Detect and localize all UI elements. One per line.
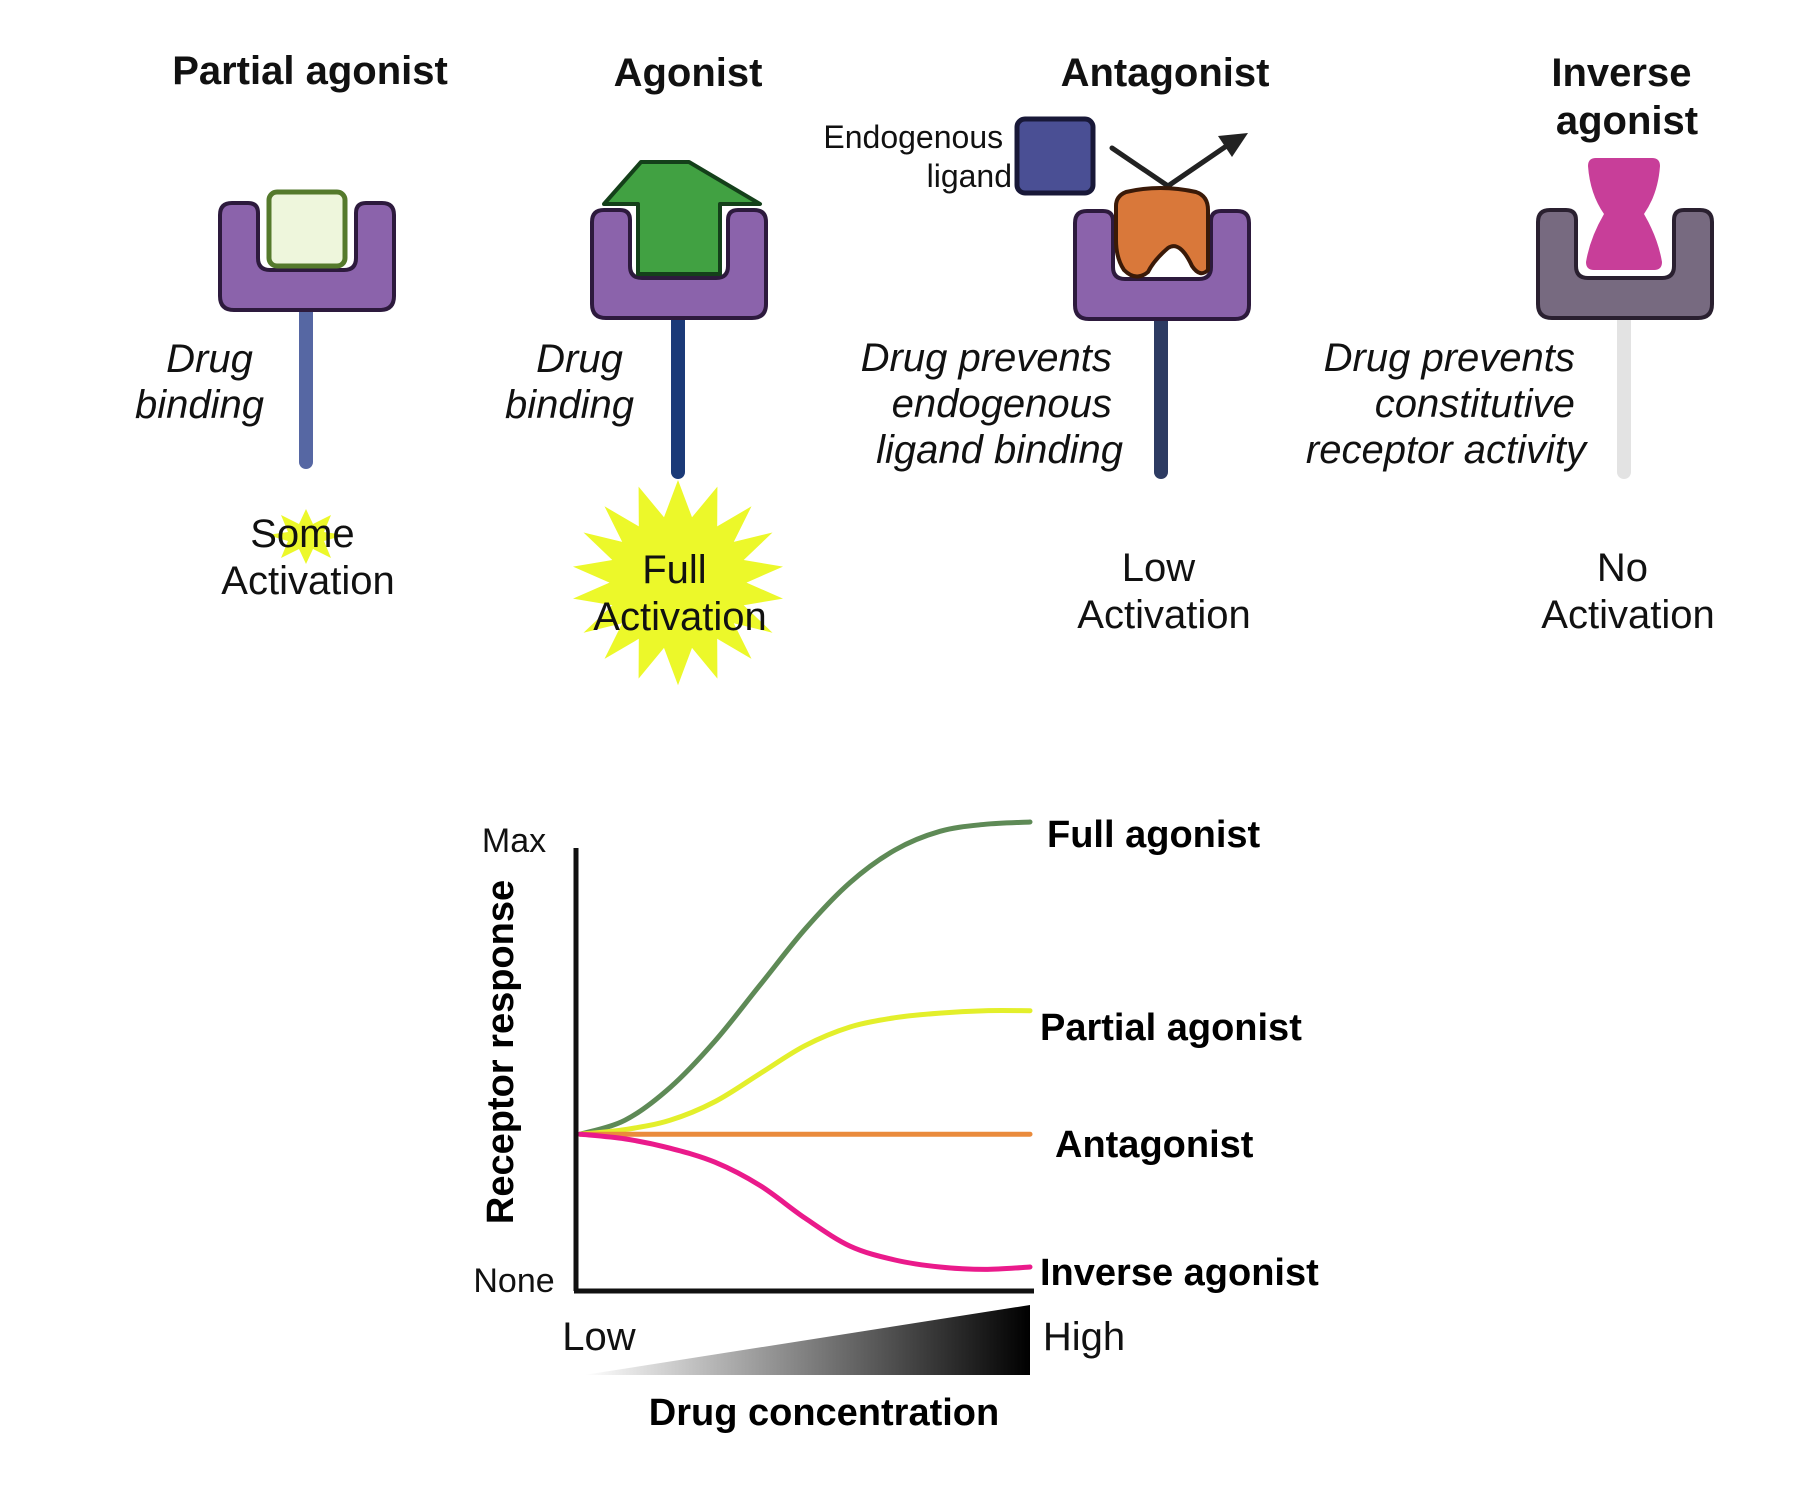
receptor-icon	[218, 201, 396, 312]
series-label-inverse-agonist: Inverse agonist	[1040, 1252, 1319, 1294]
panel-antagonist: Antagonist Endogenous ligand Drug preven…	[823, 51, 1269, 637]
full-activation-burst-icon	[573, 480, 783, 686]
receptor-icon	[590, 208, 768, 320]
panel-title: Partial agonist	[172, 49, 448, 93]
blocked-path-line	[1109, 145, 1171, 189]
inverse-agonist-drug-icon	[1586, 158, 1662, 270]
agonist-arrow-icon	[602, 160, 762, 276]
endogenous-ligand-icon	[1014, 116, 1096, 196]
panel-partial-agonist: Partial agonist Drug binding Some Activa…	[135, 49, 448, 603]
concentration-gradient-wedge	[584, 1305, 1030, 1375]
y-tick-none: None	[473, 1262, 554, 1300]
panel-description: Drug prevents constitutive receptor acti…	[1306, 336, 1589, 472]
y-tick-max: Max	[482, 822, 546, 860]
panel-title: Antagonist	[1061, 51, 1270, 95]
x-axis-title: Drug concentration	[649, 1392, 999, 1434]
deflect-arrow-line	[1165, 144, 1228, 189]
activation-label: No Activation	[1541, 546, 1714, 637]
x-tick-low: Low	[562, 1315, 635, 1359]
activation-label: Low Activation	[1077, 546, 1250, 637]
receptor-icon	[1536, 208, 1714, 320]
series-lines	[577, 819, 1033, 1272]
deflect-arrow-head-icon	[1218, 133, 1248, 157]
small-burst-icon	[267, 509, 345, 564]
series-line-inverse-agonist	[577, 1131, 1033, 1272]
x-tick-high: High	[1043, 1315, 1125, 1359]
antagonist-drug-icon	[1114, 186, 1210, 279]
panel-description: Drug prevents endogenous ligand binding	[861, 336, 1123, 472]
receptor-icon	[1073, 209, 1251, 321]
partial-ligand-icon	[266, 189, 348, 269]
activation-label: Some Activation	[221, 512, 394, 603]
y-axis-title: Receptor response	[480, 880, 522, 1224]
activation-label: Full Activation	[593, 548, 766, 639]
panel-description: Drug binding	[135, 337, 264, 427]
series-label-partial-agonist: Partial agonist	[1040, 1007, 1302, 1049]
panel-title: Inverse agonist	[1551, 51, 1702, 143]
endogenous-ligand-label: Endogenous ligand	[823, 119, 1012, 194]
dose-response-chart: Max None Receptor response Low High Drug…	[473, 814, 1319, 1434]
panel-title: Agonist	[614, 51, 763, 95]
series-line-full-agonist	[577, 819, 1033, 1137]
panel-description: Drug binding	[505, 337, 634, 427]
series-label-antagonist: Antagonist	[1055, 1124, 1254, 1166]
panel-inverse-agonist: Inverse agonist Drug prevents constituti…	[1306, 51, 1715, 637]
panel-agonist: Agonist Drug binding Full Activation	[505, 51, 783, 686]
series-line-partial-agonist	[577, 1008, 1033, 1137]
series-label-full-agonist: Full agonist	[1047, 814, 1261, 856]
